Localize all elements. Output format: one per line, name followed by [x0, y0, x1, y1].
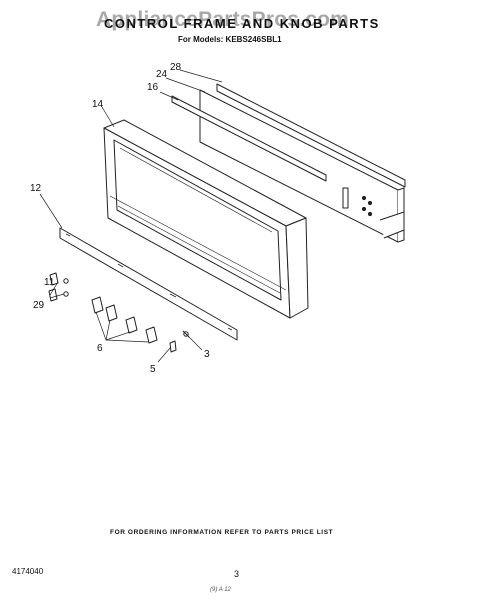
- ordering-note: FOR ORDERING INFORMATION REFER TO PARTS …: [110, 529, 334, 536]
- part-12-trim-bar: [59, 227, 238, 341]
- part-14-control-frame: [103, 119, 309, 319]
- document-number: 4174040: [12, 567, 44, 576]
- print-stamp: (9) A 12: [210, 587, 231, 593]
- part-16-strip: [171, 95, 327, 182]
- part-28-trim-strip: [216, 83, 406, 188]
- callout-28: 28: [170, 62, 182, 73]
- part-5-knob-insert: [169, 340, 177, 353]
- callout-16: 16: [147, 82, 159, 93]
- page-number: 3: [234, 569, 240, 579]
- callout-12: 12: [30, 183, 42, 194]
- watermark: AppliancePartsPros.com: [96, 8, 349, 31]
- callout-3: 3: [204, 349, 210, 360]
- callout-29: 29: [33, 300, 45, 311]
- leader-lines: [39, 69, 223, 363]
- callout-24: 24: [156, 69, 168, 80]
- model-line: For Models: KEBS246SBL1: [178, 35, 282, 44]
- part-6-knobs: [91, 296, 158, 344]
- callout-6: 6: [97, 343, 103, 354]
- diagram-title: CONTROL FRAME AND KNOB PARTS: [104, 16, 380, 31]
- callout-11: 11: [44, 277, 55, 288]
- callout-14: 14: [92, 99, 104, 110]
- callout-5: 5: [150, 364, 156, 375]
